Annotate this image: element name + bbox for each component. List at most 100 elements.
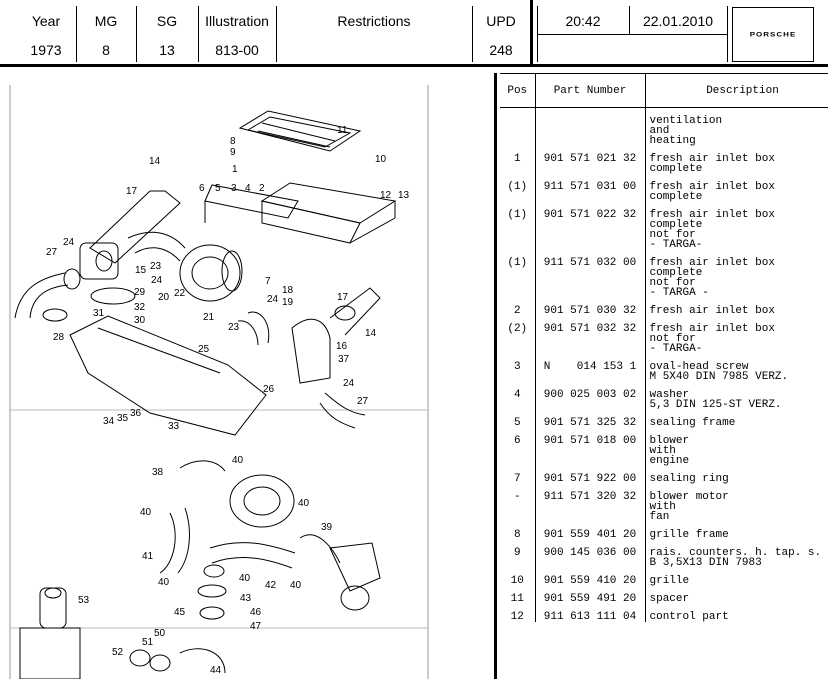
row-pos: 3 <box>500 354 536 382</box>
callout-42: 42 <box>265 580 277 591</box>
col-header-pos: Pos <box>500 73 536 108</box>
table-row[interactable]: ventilation and heating <box>500 107 828 146</box>
row-pos: 9 <box>500 540 536 568</box>
callout-27: 27 <box>46 247 58 258</box>
row-description: oval-head screw M 5X40 DIN 7985 VERZ. <box>645 354 828 383</box>
callout-40f: 40 <box>290 580 302 591</box>
col-header-part-number: Part Number <box>535 73 646 108</box>
callout-17b: 17 <box>337 292 349 303</box>
callout-29: 29 <box>134 287 146 298</box>
row-part-number: 901 571 922 00 <box>535 466 646 485</box>
illustration-label: Illustration <box>205 13 269 29</box>
callout-17: 17 <box>126 186 138 197</box>
callout-24c: 24 <box>267 294 279 305</box>
row-description: fresh air inlet box <box>645 298 828 317</box>
parts-list-panel: Pos Part Number Description ventilation … <box>500 73 828 679</box>
callout-19: 19 <box>282 297 294 308</box>
callout-7: 7 <box>265 276 271 287</box>
callout-24b: 24 <box>151 275 163 286</box>
callout-28: 28 <box>53 332 65 343</box>
callout-13: 13 <box>398 190 410 201</box>
callout-52: 52 <box>112 647 124 658</box>
mg-label: MG <box>94 13 118 29</box>
callout-45: 45 <box>174 607 186 618</box>
callout-53: 53 <box>78 595 90 606</box>
callout-14b: 14 <box>365 328 377 339</box>
callout-3: 3 <box>231 183 237 194</box>
row-part-number: 901 571 032 32 <box>535 316 646 354</box>
callout-9: 9 <box>230 147 236 158</box>
callout-23: 23 <box>150 261 162 272</box>
row-pos: 10 <box>500 568 536 587</box>
row-description: grille <box>645 568 828 587</box>
row-pos: 7 <box>500 466 536 485</box>
callout-38: 38 <box>152 467 164 478</box>
sg-label: SG <box>156 13 178 29</box>
callout-15: 15 <box>135 265 147 276</box>
row-pos: - <box>500 484 536 522</box>
callout-16: 16 <box>336 341 348 352</box>
callout-2: 2 <box>259 183 265 194</box>
row-pos: 12 <box>500 604 536 623</box>
row-part-number: 901 571 022 32 <box>535 202 646 250</box>
porsche-logo: PORSCHE <box>749 30 797 39</box>
row-description: rais. counters. h. tap. s. B 3,5X13 DIN … <box>645 540 828 569</box>
row-part-number: N 014 153 1 <box>535 354 646 382</box>
row-part-number <box>535 107 646 146</box>
upd-label: UPD <box>486 13 516 29</box>
callout-47: 47 <box>250 621 262 632</box>
header-bar: Year 1973 MG 8 SG 13 Illustration 813-00… <box>0 0 828 67</box>
illustration-value: 813-00 <box>215 42 259 58</box>
callout-6: 6 <box>199 183 205 194</box>
callout-8: 8 <box>230 136 236 147</box>
callout-40d: 40 <box>158 577 170 588</box>
callout-40b: 40 <box>140 507 152 518</box>
row-description: washer 5,3 DIN 125-ST VERZ. <box>645 382 828 411</box>
row-part-number: 911 613 111 04 <box>535 604 646 623</box>
time-display: 20:42 <box>565 13 601 29</box>
callout-41: 41 <box>142 551 154 562</box>
callout-50: 50 <box>154 628 166 639</box>
row-part-number: 901 559 491 20 <box>535 586 646 605</box>
row-description: control part <box>645 604 828 623</box>
row-description: spacer <box>645 586 828 605</box>
upd-value: 248 <box>489 42 513 58</box>
row-description: fresh air inlet box complete <box>645 174 828 203</box>
row-pos: 2 <box>500 298 536 317</box>
row-part-number: 911 571 031 00 <box>535 174 646 202</box>
exploded-diagram-panel: 1 2 3 4 5 6 7 8 9 10 11 12 13 14 14 15 1… <box>0 73 497 679</box>
callout-5: 5 <box>215 183 221 194</box>
row-description: blower with engine <box>645 428 828 467</box>
row-pos: 6 <box>500 428 536 466</box>
callout-33: 33 <box>168 421 180 432</box>
callout-26: 26 <box>263 384 275 395</box>
callout-27b: 27 <box>357 396 369 407</box>
mg-value: 8 <box>102 42 110 58</box>
row-description: grille frame <box>645 522 828 541</box>
callout-43: 43 <box>240 593 252 604</box>
row-part-number: 901 571 021 32 <box>535 146 646 174</box>
row-description: sealing ring <box>645 466 828 485</box>
row-description: ventilation and heating <box>645 107 828 146</box>
callout-46: 46 <box>250 607 262 618</box>
callout-1: 1 <box>232 164 238 175</box>
callout-39: 39 <box>321 522 333 533</box>
row-part-number: 901 571 018 00 <box>535 428 646 466</box>
